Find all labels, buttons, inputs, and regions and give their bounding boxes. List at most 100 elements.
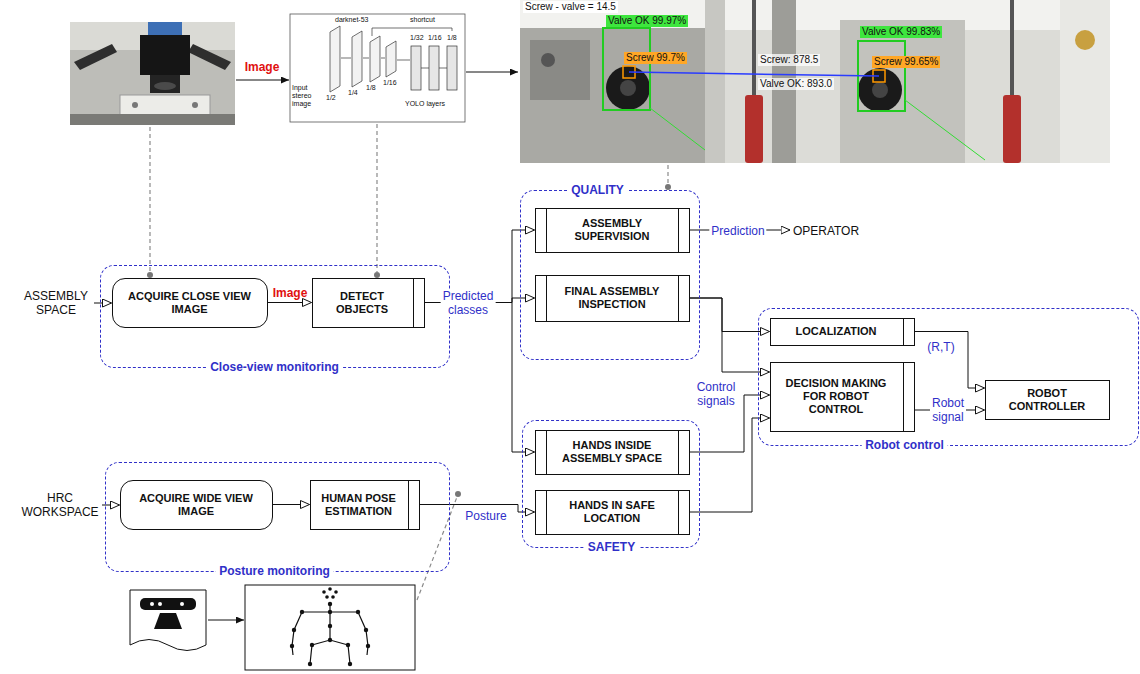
- group-label: Close-view monitoring: [206, 360, 343, 374]
- edge-label: Control signals: [697, 380, 736, 408]
- process-bar: [546, 209, 547, 252]
- io-label: HRC WORKSPACE: [18, 491, 102, 519]
- network-frame: [290, 14, 465, 122]
- controller-box: ROBOT CONTROLLER: [985, 380, 1110, 420]
- process-bar: [678, 431, 679, 474]
- process-box: HUMAN POSE ESTIMATION: [310, 480, 420, 530]
- screw-hole: [541, 53, 555, 67]
- valve: [858, 68, 902, 112]
- joint-dot: [322, 590, 326, 594]
- sensor-bar: [140, 598, 196, 610]
- detection-photo: [520, 0, 1110, 163]
- flow-connector: [425, 230, 535, 303]
- plate-hole: [132, 102, 138, 108]
- layer-link: [421, 68, 429, 69]
- valve-core: [872, 82, 888, 98]
- scale-label: 1/16: [383, 79, 397, 87]
- photo-wall: [1060, 0, 1110, 163]
- layer-link: [381, 58, 385, 59]
- group-label: Posture monitoring: [215, 564, 334, 578]
- sensor-base: [154, 613, 182, 629]
- input-label: HRC WORKSPACE: [18, 490, 102, 520]
- screwdriver-handle: [1003, 95, 1021, 163]
- group-label: Robot control: [861, 438, 948, 452]
- process-bar: [546, 276, 547, 321]
- detection-tag: Valve OK 99.83%: [860, 26, 942, 38]
- process-bar: [546, 491, 547, 534]
- process-bar: [408, 481, 409, 529]
- box-label: HANDS IN SAFE LOCATION: [552, 499, 673, 525]
- joint-dot: [364, 628, 368, 632]
- screwdriver-handle: [745, 95, 763, 163]
- flow-connector: [268, 302, 312, 303]
- detection-tag: Screw 99.7%: [624, 52, 687, 64]
- leader-line: [149, 127, 150, 272]
- flow-connector: [915, 410, 985, 411]
- flow-label: Image: [245, 60, 280, 74]
- scale-label: 1/16: [428, 34, 442, 42]
- box-label: ACQUIRE WIDE VIEW IMAGE: [129, 492, 264, 518]
- detection-tag: Valve OK 99.97%: [606, 15, 688, 27]
- measure-label: Screw: 878.5: [758, 54, 820, 66]
- skeleton-bones: [292, 604, 368, 664]
- scale-label: 1/32: [410, 34, 424, 42]
- scale-label: 1/2: [326, 94, 336, 102]
- flow-arrow: [466, 72, 518, 73]
- metal-rail: [705, 0, 725, 163]
- process-bar: [678, 276, 679, 321]
- process-box: DECISION MAKING FOR ROBOT CONTROL: [770, 362, 915, 432]
- input-label: ASSEMBLY SPACE: [18, 288, 94, 318]
- quality-group: ASSEMBLY SUPERVISIONFINAL ASSEMBLY INSPE…: [520, 190, 700, 360]
- joint-dot: [308, 662, 312, 666]
- flow-connector: [915, 332, 985, 389]
- flow-arrow: [208, 620, 244, 621]
- leader-line: [667, 165, 668, 184]
- process-box: HANDS IN SAFE LOCATION: [535, 490, 690, 535]
- acquire-box: ACQUIRE CLOSE VIEW IMAGE: [112, 278, 268, 328]
- yolo-layer: [411, 46, 421, 90]
- safety-group: HANDS INSIDE ASSEMBLY SPACEHANDS IN SAFE…: [522, 420, 700, 548]
- detection-box: [603, 28, 650, 110]
- detection-tag: Screw 99.65%: [872, 56, 940, 68]
- joint-dot: [331, 595, 335, 599]
- camera-body: [140, 35, 190, 75]
- acquire-box: ACQUIRE WIDE VIEW IMAGE: [120, 480, 273, 530]
- process-bar: [678, 491, 679, 534]
- layer-link: [341, 58, 351, 59]
- camera-rail: [188, 44, 231, 70]
- brass-fitting: [1075, 30, 1095, 50]
- box-label: LOCALIZATION: [795, 325, 876, 338]
- measure-label: Screw - valve = 14.5: [523, 1, 618, 13]
- edge-label: Predicted classes: [441, 289, 496, 317]
- joint-dot: [328, 638, 332, 642]
- joint-dot: [310, 643, 314, 647]
- joint-dot: [328, 624, 332, 628]
- metal-plate: [530, 40, 590, 100]
- robot-control-group: LOCALIZATION DECISION MAKING FOR ROBOT CO…: [758, 308, 1139, 446]
- network-label: darknet-53: [335, 16, 368, 24]
- process-bar: [903, 319, 904, 345]
- process-bar: [903, 363, 904, 431]
- axis-line: [650, 108, 705, 150]
- process-bar: [678, 209, 679, 252]
- joint-dot: [334, 590, 338, 594]
- layer-plane: [370, 36, 380, 82]
- sensor-sheet: [130, 590, 206, 651]
- distance-line: [629, 72, 879, 76]
- metal-block: [840, 20, 965, 163]
- layer-plane: [330, 26, 340, 92]
- valve-core: [620, 80, 636, 96]
- camera-top: [148, 22, 182, 36]
- scale-label: 1/4: [348, 89, 358, 97]
- flow-connector: [425, 303, 535, 453]
- joint-dot: [290, 644, 294, 648]
- joint-dot: [328, 610, 332, 614]
- lens-ring: [154, 82, 176, 90]
- joint-dot: [328, 587, 332, 591]
- screwdriver-shaft: [1010, 0, 1014, 95]
- layer-plane: [386, 41, 396, 77]
- io-label: OPERATOR: [793, 224, 859, 238]
- scale-label: 1/8: [366, 84, 376, 92]
- flow-connector: [690, 230, 791, 231]
